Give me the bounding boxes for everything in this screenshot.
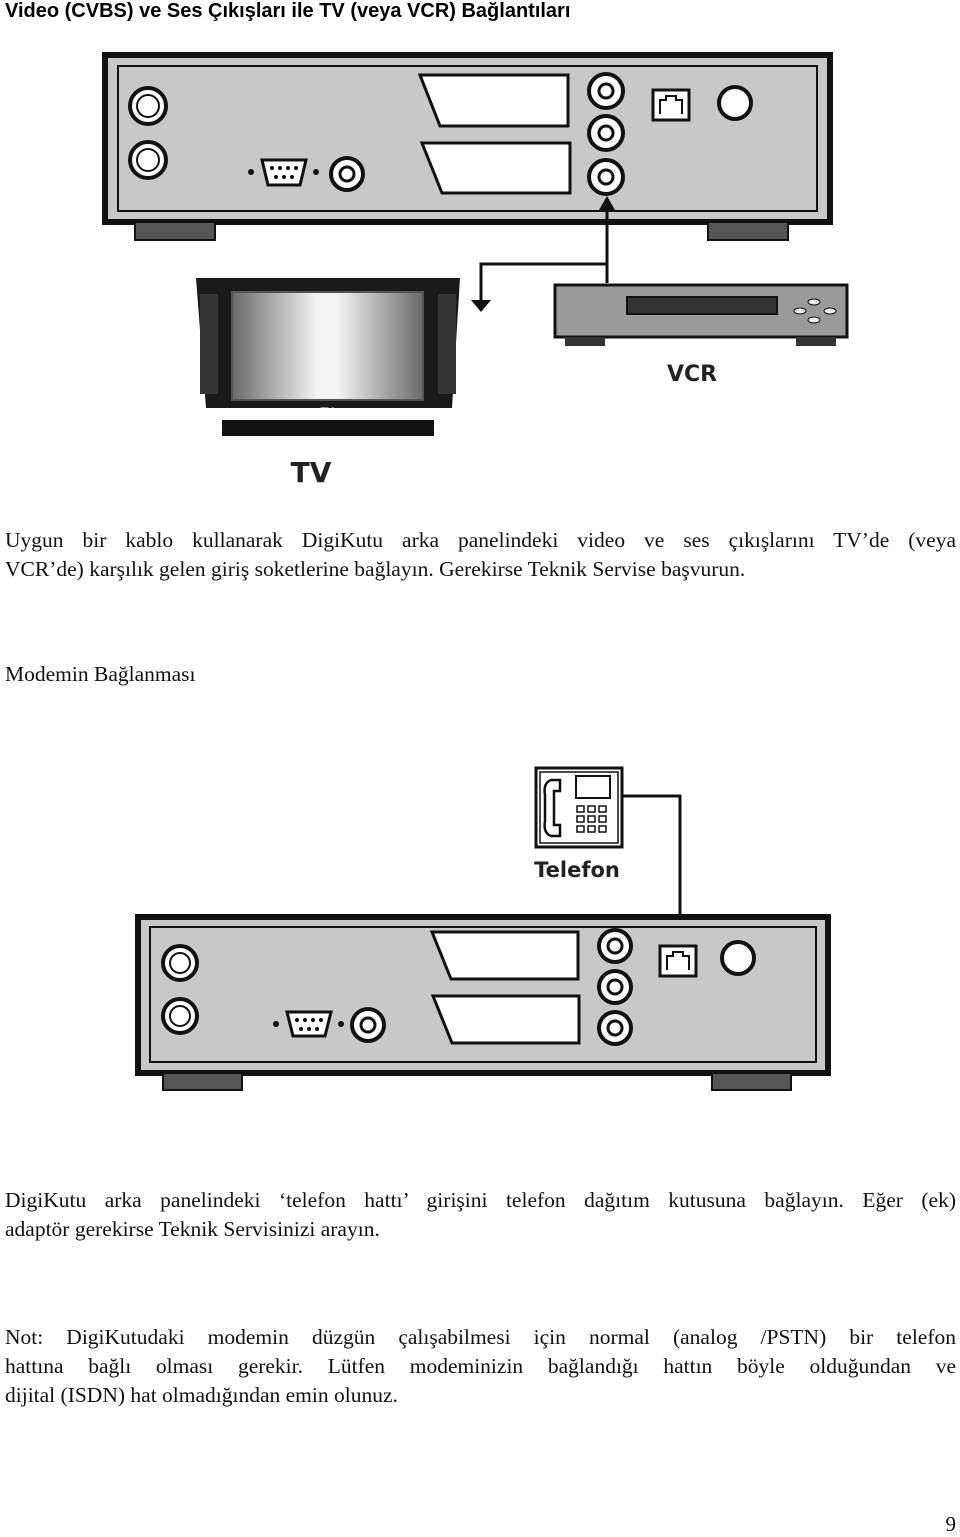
paragraph-line: Uygun bir kablo kullanarak DigiKutu arka… bbox=[5, 528, 956, 552]
power-connector-icon bbox=[717, 85, 753, 121]
scart-connector-icon bbox=[429, 930, 580, 981]
telefon-label: Telefon bbox=[534, 858, 620, 882]
av-cable bbox=[471, 196, 615, 312]
rf-connector-icon bbox=[161, 997, 199, 1035]
rca-audio-right-icon bbox=[597, 969, 633, 1005]
page-number: 9 bbox=[945, 1512, 957, 1536]
paragraph-connection-instructions: Uygun bir kablo kullanarak DigiKutu arka… bbox=[5, 526, 956, 584]
page-title: Video (CVBS) ve Ses Çıkışları ile TV (ve… bbox=[5, 0, 571, 22]
phone-jack-icon bbox=[651, 88, 691, 122]
scart-connector-icon bbox=[419, 141, 572, 195]
note-line: hattına bağlı olması gerekir. Lütfen mod… bbox=[5, 1354, 956, 1378]
foot-right bbox=[711, 1072, 792, 1091]
phone-cable bbox=[622, 794, 682, 948]
note-line: dijital (ISDN) hat olmadığından emin olu… bbox=[5, 1383, 398, 1407]
serial-port-icon bbox=[273, 1010, 344, 1038]
phone-jack-icon bbox=[658, 944, 698, 978]
figure-tv-vcr-connection: TV TV VCR bbox=[102, 52, 849, 489]
scart-connector-icon bbox=[430, 994, 581, 1045]
serial-port-icon bbox=[248, 158, 319, 187]
foot-left bbox=[162, 1072, 243, 1091]
digikutu-rear-panel bbox=[102, 52, 833, 241]
note-paragraph: Not: DigiKutudaki modemin düzgün çalışab… bbox=[5, 1323, 956, 1410]
rca-audio-left-icon bbox=[597, 928, 633, 964]
paragraph-line: adaptör gerekirse Teknik Servisinizi ara… bbox=[5, 1217, 380, 1241]
vcr-icon bbox=[553, 283, 849, 346]
paragraph-line: DigiKutu arka panelindeki ‘telefon hattı… bbox=[5, 1188, 956, 1212]
tv-screen-logo: TV bbox=[320, 407, 333, 417]
rf-connector-icon bbox=[128, 86, 168, 126]
digital-audio-connector-icon bbox=[350, 1007, 386, 1043]
vcr-label: VCR bbox=[667, 362, 717, 387]
foot-right bbox=[707, 221, 789, 241]
tv-label: TV bbox=[291, 456, 332, 489]
figure-modem-connection: Telefon bbox=[135, 766, 831, 1091]
rf-connector-icon bbox=[128, 140, 168, 180]
paragraph-modem-instructions: DigiKutu arka panelindeki ‘telefon hattı… bbox=[5, 1186, 956, 1244]
rca-audio-left-icon bbox=[587, 72, 625, 110]
arrow-down-icon bbox=[471, 300, 491, 312]
digikutu-rear-panel bbox=[135, 914, 831, 1091]
rf-connector-icon bbox=[161, 944, 199, 982]
paragraph-line: VCR’de) karşılık gelen giriş soketlerine… bbox=[5, 557, 746, 581]
note-line: Not: DigiKutudaki modemin düzgün çalışab… bbox=[5, 1325, 956, 1349]
digital-audio-connector-icon bbox=[329, 156, 365, 192]
tv-icon: TV bbox=[196, 278, 460, 436]
rca-audio-right-icon bbox=[587, 114, 625, 152]
section-heading-modem: Modemin Bağlanması bbox=[5, 662, 196, 686]
power-connector-icon bbox=[720, 940, 756, 976]
telephone-icon bbox=[534, 766, 624, 849]
scart-connector-icon bbox=[417, 73, 570, 128]
rca-video-icon bbox=[587, 158, 625, 196]
rca-video-icon bbox=[597, 1010, 633, 1046]
foot-left bbox=[134, 221, 216, 241]
arrow-up-icon bbox=[599, 196, 615, 210]
